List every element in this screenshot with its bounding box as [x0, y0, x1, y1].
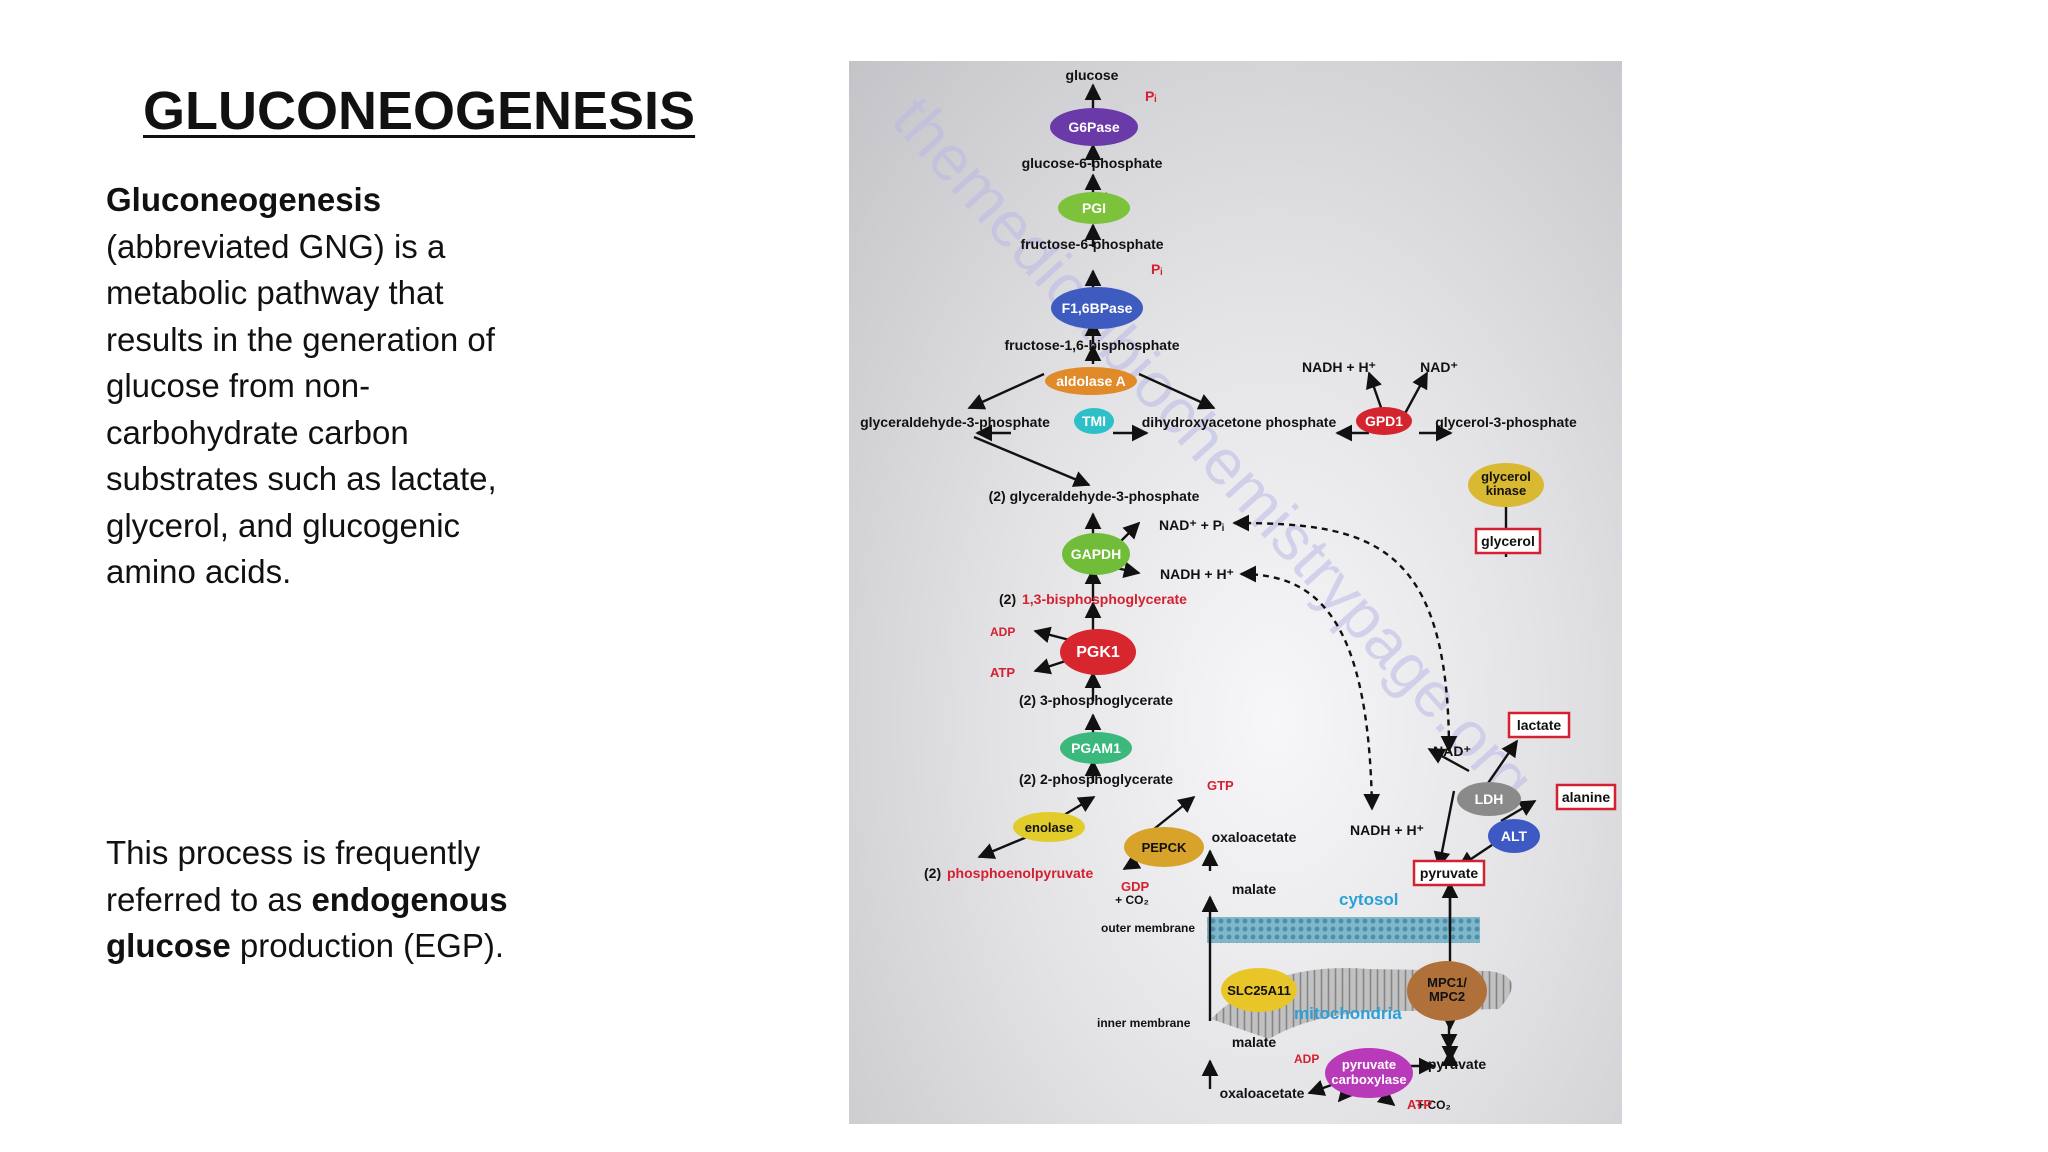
label-glycerol-kinase-2: kinase [1486, 483, 1526, 498]
met-bpg: 1,3-bisphosphoglycerate [1022, 591, 1187, 607]
label-inner-membrane: inner membrane [1097, 1016, 1191, 1030]
met-pi-1: Pᵢ [1145, 88, 1156, 104]
met-pg2: (2) 2-phosphoglycerate [1019, 771, 1173, 787]
enzyme-glycerol-kinase [1468, 463, 1544, 507]
met-co2-2: + CO₂ [1417, 1098, 1451, 1112]
met-pi-2: Pᵢ [1151, 261, 1162, 277]
met-nadh-1: NADH + H⁺ [1302, 359, 1376, 375]
met-gtp: GTP [1207, 778, 1234, 793]
enzyme-aldolase [1045, 367, 1137, 395]
met-pep-prefix: (2) [924, 865, 941, 881]
outer-membrane-band [1207, 917, 1480, 943]
met-gdp: GDP [1121, 879, 1150, 894]
label-g6pase: G6Pase [1068, 119, 1120, 135]
label-mpc-1: MPC1/ [1427, 975, 1467, 990]
met-atp-2: ATP [1407, 1097, 1432, 1112]
label-gapdh: GAPDH [1071, 546, 1122, 562]
met-bpg-prefix: (2) [999, 591, 1016, 607]
met-co2-1: + CO₂ [1115, 893, 1149, 907]
gluconeogenesis-diagram: themedicalbiochemistrypage.org [849, 61, 1622, 1124]
box-glycerol-label: glycerol [1481, 533, 1535, 549]
met-nad-pi: NAD⁺ + Pᵢ [1159, 517, 1224, 533]
intro-paragraph: Gluconeogenesis (abbreviated GNG) is a m… [106, 177, 526, 596]
met-atp-1: ATP [990, 665, 1015, 680]
met-nad-2: NAD⁺ [1433, 743, 1471, 759]
met-pep: phosphoenolpyruvate [947, 865, 1093, 881]
label-pepck: PEPCK [1142, 840, 1187, 855]
nadh-shuttle-dashed [1239, 565, 1381, 811]
met-pyruvate-mito: pyruvate [1428, 1056, 1487, 1072]
label-glycerol-kinase-1: glycerol [1481, 469, 1531, 484]
label-aldolase: aldolase A [1056, 373, 1126, 389]
met-f6p: fructose-6-phosphate [1020, 236, 1163, 252]
box-alanine-label: alanine [1562, 789, 1610, 805]
enzyme-alt [1488, 819, 1540, 853]
intro-bold-term: Gluconeogenesis [106, 181, 382, 218]
egp-paragraph: This process is frequently referred to a… [106, 830, 526, 970]
met-pg3: (2) 3-phosphoglycerate [1019, 692, 1173, 708]
enzyme-f16bpase [1051, 287, 1143, 329]
label-slc25a11: SLC25A11 [1227, 983, 1291, 998]
box-pyruvate [1412, 859, 1486, 887]
label-pc-2: carboxylase [1331, 1072, 1406, 1087]
enzyme-pgam1 [1060, 732, 1132, 764]
enzyme-gpd1 [1356, 407, 1412, 435]
met-g3p: glycerol-3-phosphate [1435, 414, 1577, 430]
enzyme-slc25a11 [1221, 968, 1297, 1012]
watermark-text: themedicalbiochemistrypage.org [879, 82, 1549, 815]
met-gap2: (2) glyceraldehyde-3-phosphate [989, 488, 1200, 504]
enzyme-ldh [1457, 782, 1521, 816]
met-malate-mito: malate [1232, 1034, 1277, 1050]
box-pyruvate-label: pyruvate [1420, 865, 1479, 881]
met-oaa-cyt: oxaloacetate [1212, 829, 1297, 845]
label-outer-membrane: outer membrane [1101, 921, 1195, 935]
label-alt: ALT [1501, 828, 1528, 844]
enzyme-pyruvate-carboxylase [1325, 1048, 1413, 1098]
met-adp-2: ADP [1294, 1052, 1319, 1066]
pathway-svg: themedicalbiochemistrypage.org [860, 67, 1617, 1112]
enzyme-gapdh [1062, 533, 1130, 575]
box-lactate-label: lactate [1517, 717, 1562, 733]
label-cytosol: cytosol [1339, 890, 1399, 909]
egp-bold-term: endogenous glucose [106, 880, 508, 965]
label-pgam1: PGAM1 [1071, 740, 1121, 756]
enzyme-pgk1 [1060, 629, 1136, 675]
enzyme-tmi [1074, 408, 1114, 434]
met-dhap: dihydroxyacetone phosphate [1142, 414, 1337, 430]
enzyme-pgi [1058, 192, 1130, 224]
label-mpc-2: MPC2 [1429, 989, 1465, 1004]
enzyme-enolase [1013, 812, 1085, 842]
label-pgi: PGI [1082, 200, 1106, 216]
egp-text-before: This process is frequently referred to a… [106, 834, 481, 918]
box-lactate [1507, 711, 1571, 739]
met-glucose: glucose [1066, 67, 1119, 83]
egp-text-after: production (EGP). [230, 927, 504, 964]
met-nadh-2: NADH + H⁺ [1160, 566, 1234, 582]
nad-shuttle-dashed [1232, 514, 1458, 753]
met-nad-1: NAD⁺ [1420, 359, 1458, 375]
label-mitochondria: mitochondria [1294, 1004, 1402, 1023]
label-ldh: LDH [1475, 791, 1504, 807]
label-f16bpase: F1,6BPase [1062, 300, 1133, 316]
enzyme-mpc [1407, 961, 1487, 1021]
enzyme-g6pase [1050, 108, 1138, 146]
label-gpd1: GPD1 [1365, 413, 1403, 429]
label-enolase: enolase [1025, 820, 1073, 835]
met-nadh-3: NADH + H⁺ [1350, 822, 1424, 838]
label-pc-1: pyruvate [1342, 1057, 1396, 1072]
met-adp-1: ADP [990, 625, 1015, 639]
enzyme-pepck [1124, 827, 1204, 867]
intro-text: (abbreviated GNG) is a metabolic pathway… [106, 227, 497, 591]
page-title: GLUCONEOGENESIS [143, 81, 696, 141]
met-gap: glyceraldehyde-3-phosphate [860, 414, 1050, 430]
box-alanine [1555, 783, 1617, 811]
label-pgk1: PGK1 [1076, 644, 1120, 661]
met-f16bp: fructose-1,6-bisphosphate [1004, 337, 1179, 353]
label-tmi: TMI [1082, 413, 1106, 429]
box-glycerol [1474, 527, 1542, 555]
met-oaa-mito: oxaloacetate [1220, 1085, 1305, 1101]
met-malate-cyt: malate [1232, 881, 1277, 897]
met-g6p: glucose-6-phosphate [1022, 155, 1163, 171]
